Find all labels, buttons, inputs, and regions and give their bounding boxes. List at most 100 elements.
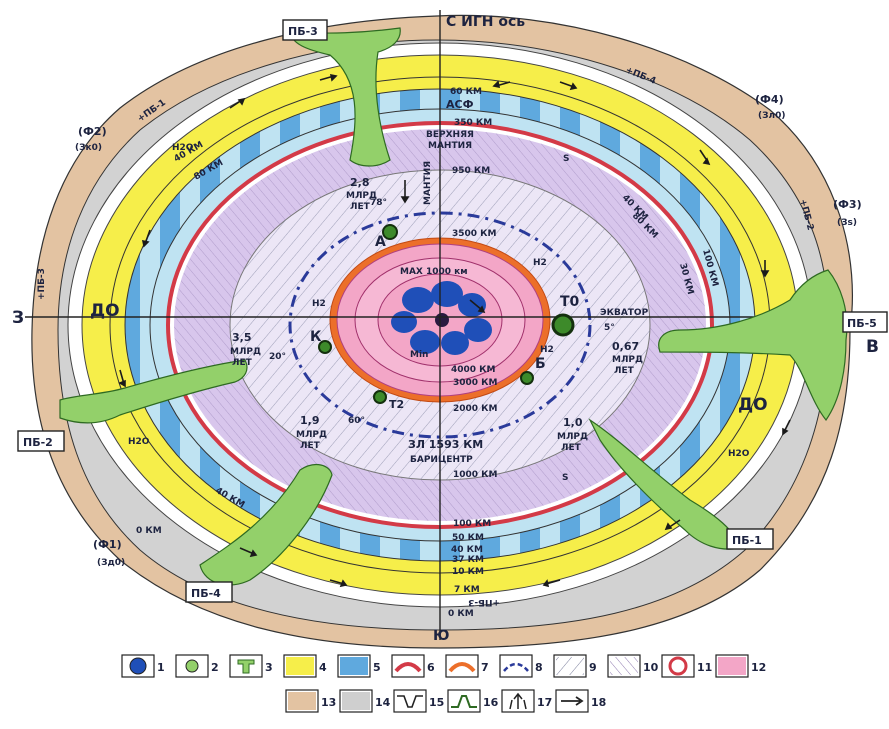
- depth-50: 50 КМ: [452, 533, 484, 543]
- legend-number: 12: [751, 661, 766, 674]
- gas-h2o-2: Н2О: [128, 437, 150, 447]
- age-b-value: 1,0: [563, 416, 583, 429]
- pb3-bottom-label: +ПБ-3: [468, 597, 500, 607]
- gas-h2-2: Н2: [312, 299, 326, 309]
- legend-symbol: [129, 657, 147, 675]
- east-label: В: [866, 337, 879, 357]
- asf-label: АСФ: [446, 98, 474, 111]
- legend-number: 15: [429, 696, 444, 709]
- depth-40: 40 КМ: [451, 545, 483, 555]
- pb4-label: ПБ-4: [191, 587, 221, 600]
- core-min-label: Min: [410, 350, 428, 360]
- depth-3500: 3500 КМ: [452, 229, 497, 239]
- legend-symbol: [288, 692, 316, 710]
- age-a-unit1: МЛРД: [346, 191, 377, 201]
- legend-symbol: [509, 692, 527, 710]
- age-a-unit2: ЛЕТ: [350, 202, 371, 212]
- axes: [25, 10, 860, 640]
- gas-s-1: S: [563, 154, 569, 164]
- point-t0: Т0: [560, 294, 580, 310]
- age-t0-unit1: МЛРД: [612, 355, 643, 365]
- pb3-arc-label: +ПБ-3: [37, 268, 47, 300]
- gas-s-2: S: [562, 473, 568, 483]
- do-right-label: ДО: [738, 395, 768, 415]
- depth-60: 60 КМ: [450, 87, 482, 97]
- age-annotations: 2,8 МЛРД ЛЕТ 78° 3,5 МЛРД ЛЕТ 20° 1,9 МЛ…: [230, 176, 643, 453]
- pb4-box: [185, 581, 233, 603]
- legend-number: 10: [643, 661, 659, 674]
- phase-f1: (Ф1): [93, 538, 122, 551]
- plumes: [59, 27, 848, 586]
- depth-3000: 3000 КМ: [453, 378, 498, 388]
- legend-symbol: [610, 657, 638, 675]
- legend-swatch-box: [447, 689, 481, 713]
- gas-h2-3: Н2: [540, 345, 554, 355]
- phase-f3-sub: (Зs): [837, 218, 857, 228]
- age-t0-unit2: ЛЕТ: [614, 366, 635, 376]
- depth-37: 37 КМ: [452, 555, 484, 565]
- age-a-value: 2,8: [350, 176, 370, 189]
- pb2-box: [17, 430, 65, 452]
- legend-symbol: [394, 662, 422, 673]
- pb5-label: ПБ-5: [847, 317, 877, 330]
- upper-mantle-label-1: ВЕРХНЯЯ: [426, 130, 474, 140]
- legend-number: 17: [537, 696, 552, 709]
- barycenter-label-1: ЗЛ 1593 КМ: [408, 438, 483, 451]
- gas-h2-1: Н2: [533, 258, 547, 268]
- age-k-deg: 20°: [269, 352, 286, 362]
- gas-h2o-3: Н2О: [728, 449, 750, 459]
- do-left-label: ДО: [90, 301, 120, 321]
- age-k-unit1: МЛРД: [230, 347, 261, 357]
- age-t0-deg: 5°: [604, 323, 615, 333]
- gas-h2o-1: Н2О: [172, 143, 194, 153]
- phase-f2: (Ф2): [78, 125, 107, 138]
- legend-symbol: [556, 657, 584, 675]
- depth-350: 350 КМ: [454, 118, 492, 128]
- pb5-box: [842, 311, 888, 333]
- depth-100: 100 КМ: [453, 519, 491, 529]
- upper-mantle-label-2: МАНТИЯ: [428, 141, 472, 151]
- legend-number: 1: [157, 661, 165, 674]
- depth-4000: 4000 КМ: [451, 365, 496, 375]
- age-b-unit1: МЛРД: [557, 432, 588, 442]
- legend-number: 5: [373, 661, 381, 674]
- age-b-unit2: ЛЕТ: [561, 443, 582, 453]
- core-blobs: [391, 281, 492, 355]
- title-label: С ИГН ось: [446, 14, 525, 30]
- legend-symbol: [668, 656, 688, 676]
- age-t2-deg: 60°: [348, 416, 365, 426]
- pb2-label: ПБ-2: [23, 436, 53, 449]
- point-t2: Т2: [389, 398, 404, 411]
- phase-f4-sub: (Зл0): [758, 111, 785, 121]
- depth-10: 10 КМ: [452, 567, 484, 577]
- west-label: З: [12, 308, 24, 328]
- depth-1000: 1000 КМ: [453, 470, 498, 480]
- depth-2000: 2000 КМ: [453, 404, 498, 414]
- legend-symbol: [718, 657, 746, 675]
- legend-symbol: [342, 692, 370, 710]
- legend-number: 7: [481, 661, 489, 674]
- phase-f4: (Ф4): [755, 93, 784, 106]
- legend-symbol: [448, 662, 476, 673]
- age-a-deg: 78°: [370, 198, 387, 208]
- phase-points: [318, 224, 575, 404]
- left-depth-0: 0 КМ: [136, 526, 162, 536]
- legend-number: 3: [265, 661, 273, 674]
- legend-number: 14: [375, 696, 391, 709]
- legend-symbol: [237, 659, 255, 674]
- south-label: Ю: [433, 628, 449, 644]
- point-a: А: [375, 234, 386, 250]
- age-t2-unit1: МЛРД: [296, 430, 327, 440]
- equator-label: ЭКВАТОР: [600, 308, 649, 318]
- depth-950: 950 КМ: [452, 166, 490, 176]
- legend-number: 16: [483, 696, 499, 709]
- point-b: Б: [535, 356, 546, 372]
- legend-symbol: [561, 696, 584, 706]
- phase-f1-sub: (Зд0): [97, 558, 125, 568]
- pb3-label: ПБ-3: [288, 25, 318, 38]
- legend-symbol: [503, 662, 529, 672]
- age-k-value: 3,5: [232, 331, 252, 344]
- legend-number: 9: [589, 661, 597, 674]
